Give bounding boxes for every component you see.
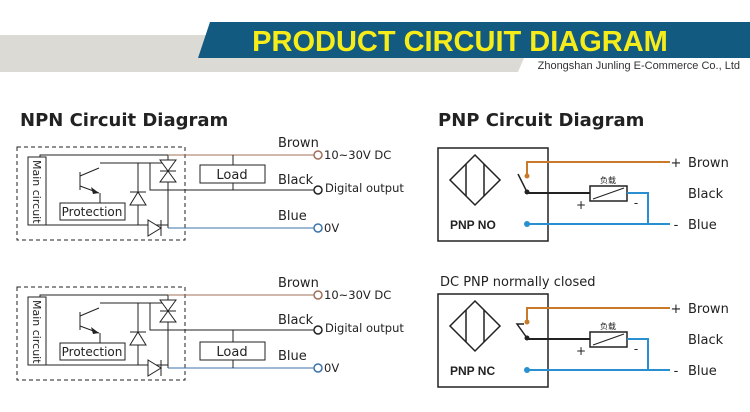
blue-minus: - — [674, 364, 679, 379]
switch-icon — [517, 173, 528, 193]
brown-label: Brown — [278, 276, 319, 291]
header-blue-band — [198, 22, 750, 58]
transistor-icon — [79, 167, 100, 194]
load-label: 负载 — [600, 321, 616, 331]
transistor-arrow — [91, 327, 99, 334]
blue-label: Blue — [278, 349, 307, 364]
brown-plus: + — [671, 156, 682, 171]
main-circuit-label: Main circuit — [30, 300, 43, 364]
diode-icon — [147, 359, 162, 377]
output-label: Digital output — [325, 321, 404, 335]
blue-label: Blue — [278, 209, 307, 224]
blue-label: Blue — [688, 364, 717, 379]
load-box — [199, 341, 266, 361]
brown-label: Brown — [278, 136, 319, 151]
proximity-sensor-icon — [448, 153, 502, 207]
blue-label: Blue — [688, 218, 717, 233]
brown-label: Brown — [688, 156, 729, 171]
supply-label: 10~30V DC — [324, 288, 391, 302]
output-terminal — [313, 325, 323, 335]
npn-diagram-1: Main circuit Protection Load Brown 10~30… — [16, 136, 404, 241]
diode-icon — [147, 219, 162, 237]
main-circuit-box — [27, 156, 47, 226]
load-blue-wire — [627, 338, 649, 370]
ground-label: 0V — [324, 221, 339, 235]
load-label: Load — [216, 168, 247, 183]
brown-plus: + — [671, 302, 682, 317]
load-minus: - — [634, 196, 638, 210]
company-name: Zhongshan Junling E-Commerce Co., Ltd — [538, 60, 740, 72]
switch-icon — [515, 323, 528, 339]
sensor-box — [437, 147, 549, 242]
ground-label: 0V — [324, 361, 339, 375]
supply-label: 10~30V DC — [324, 148, 391, 162]
pnp-nc-diagram: PNP NC 负载 + - + - Brown Black Blue — [437, 293, 729, 388]
sensor-dashed-box — [16, 146, 186, 241]
black-label: Black — [688, 187, 724, 202]
header-company-band — [518, 58, 750, 72]
sensor-dashed-box — [16, 286, 186, 381]
main-circuit-label: Main circuit — [30, 160, 43, 224]
zener-diode-icon — [129, 191, 147, 206]
npn-diagram-2: Main circuit Protection Load Brown 10~30… — [16, 276, 404, 381]
output-label: Digital output — [325, 181, 404, 195]
page-title: PRODUCT CIRCUIT DIAGRAM — [252, 26, 668, 58]
brown-wire — [526, 307, 670, 322]
load-plus: + — [576, 198, 586, 212]
pnp-nc-subtitle: DC PNP normally closed — [440, 275, 595, 290]
transistor-arrow — [91, 187, 99, 194]
load-plus: + — [576, 344, 586, 358]
load-box — [199, 164, 266, 184]
sensor-type-label: PNP NC — [450, 364, 495, 378]
black-label: Black — [278, 313, 314, 328]
load-blue-wire — [627, 192, 649, 224]
protection-box — [59, 342, 126, 361]
load-label: Load — [216, 345, 247, 360]
protection-box — [59, 202, 126, 221]
black-label: Black — [278, 173, 314, 188]
protection-label: Protection — [62, 345, 123, 359]
load-label: 负载 — [600, 175, 616, 185]
sensor-type-label: PNP NO — [450, 218, 496, 232]
brown-wire — [526, 161, 670, 176]
brown-label: Brown — [688, 302, 729, 317]
pnp-no-diagram: PNP NO 负载 + - + - Brown Black Blue — [437, 147, 729, 242]
blue-minus: - — [674, 218, 679, 233]
supply-terminal — [313, 150, 323, 160]
proximity-sensor-icon — [448, 299, 502, 353]
npn-title: NPN Circuit Diagram — [20, 110, 228, 131]
supply-terminal — [313, 290, 323, 300]
load-minus: - — [634, 342, 638, 356]
output-terminal — [313, 185, 323, 195]
pnp-title: PNP Circuit Diagram — [438, 110, 644, 131]
protection-label: Protection — [62, 205, 123, 219]
header-banner: PRODUCT CIRCUIT DIAGRAM Zhongshan Junlin… — [0, 22, 750, 72]
sensor-box — [437, 293, 549, 388]
ground-terminal — [313, 223, 323, 233]
black-label: Black — [688, 333, 724, 348]
zener-diode-icon — [129, 331, 147, 346]
ground-terminal — [313, 363, 323, 373]
transistor-icon — [79, 307, 100, 334]
main-circuit-box — [27, 296, 47, 366]
